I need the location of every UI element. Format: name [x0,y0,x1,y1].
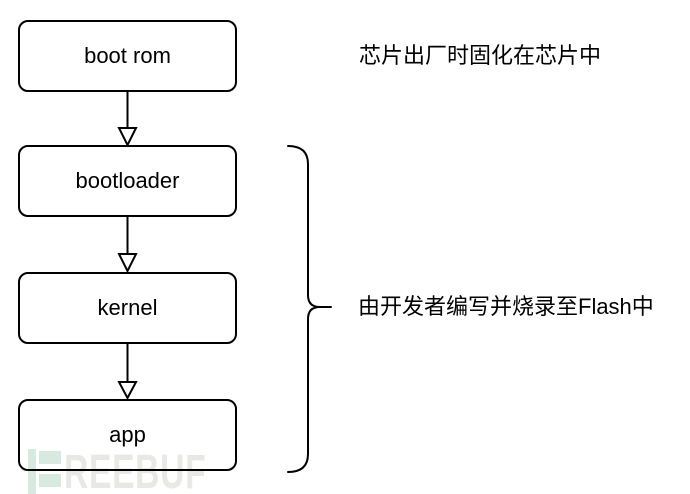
arrow-kernel-to-app [117,344,138,401]
arrow-boot-rom-to-bootloader [117,92,138,148]
annotation-flash-note: 由开发者编写并烧录至Flash中 [358,294,654,319]
curly-brace [287,145,332,473]
freebuf-logo-vertical-bar [28,449,36,494]
node-label: kernel [97,295,158,320]
annotation-chip-note: 芯片出厂时固化在芯片中 [359,43,602,68]
node-label: bootloader [75,168,180,193]
node-bootloader: bootloader [18,145,237,217]
freebuf-logo-middle-bar [39,474,61,487]
freebuf-watermark: REEBUF [28,448,238,494]
arrow-bootloader-to-kernel [117,217,138,274]
arrowhead-down-icon [117,253,138,274]
arrowhead-down-icon [117,127,138,148]
arrowhead-down-icon [117,381,138,401]
node-boot-rom: boot rom [18,20,237,92]
watermark-text: REEBUF [64,446,207,494]
node-label: app [109,422,146,447]
node-kernel: kernel [18,272,237,344]
node-app: app [18,399,237,471]
freebuf-logo-top-bar [39,451,61,464]
node-label: boot rom [84,43,171,68]
